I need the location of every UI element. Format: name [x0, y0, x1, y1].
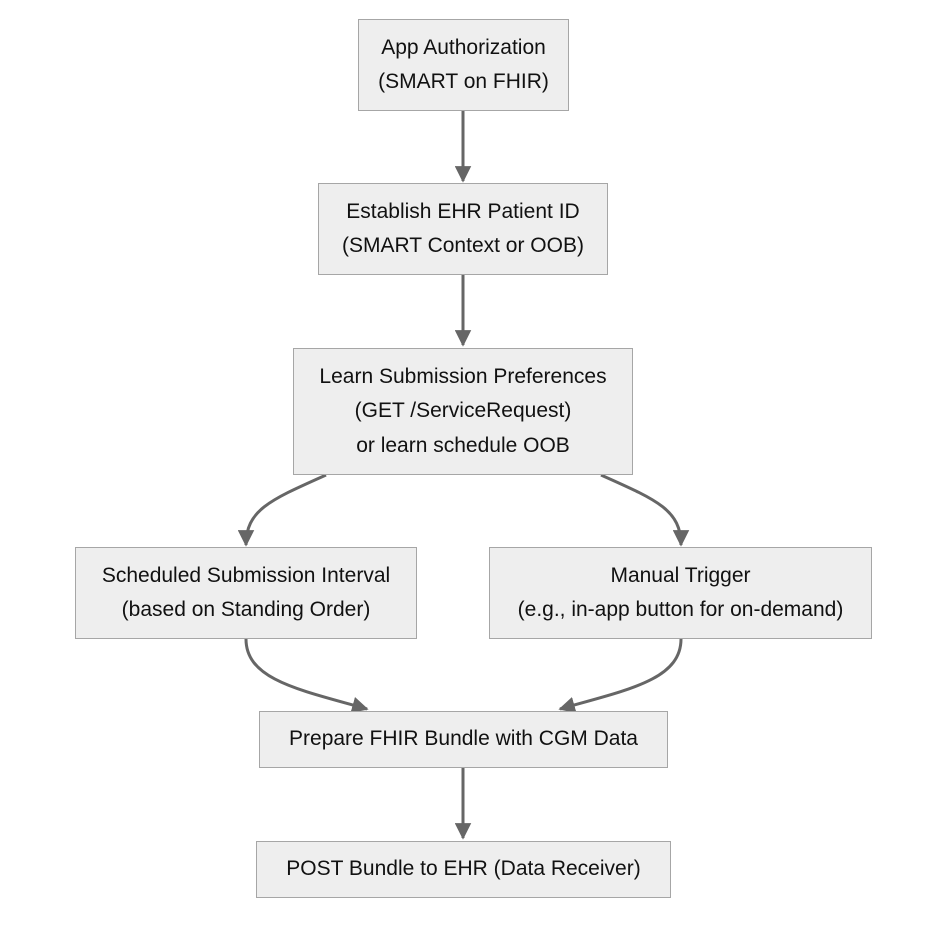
edge-scheduled-to-prepare [244, 638, 369, 713]
node-learn-preferences-line2: (GET /ServiceRequest) [354, 399, 572, 423]
node-app-authorization-line2: (SMART on FHIR) [378, 70, 549, 93]
node-manual-trigger-line1: Manual Trigger [610, 563, 751, 587]
node-app-authorization-line1: App Authorization [381, 35, 546, 59]
node-scheduled-interval-line2: (based on Standing Order) [121, 598, 371, 621]
node-learn-preferences-line3: or learn schedule OOB [356, 433, 570, 457]
edge-preferences-to-manual [600, 473, 690, 547]
node-establish-patient-id-line2: (SMART Context or OOB) [342, 234, 584, 257]
node-learn-preferences: Learn Submission Preferences (GET /Servi… [293, 348, 633, 475]
node-establish-patient-id-line1: Establish EHR Patient ID [346, 199, 580, 223]
node-scheduled-interval-line1: Scheduled Submission Interval [101, 563, 391, 587]
node-prepare-bundle-line1: Prepare FHIR Bundle with CGM Data [289, 727, 638, 751]
node-post-bundle: POST Bundle to EHR (Data Receiver) [256, 841, 671, 898]
node-manual-trigger-line2: (e.g., in-app button for on-demand) [517, 598, 844, 621]
node-prepare-bundle: Prepare FHIR Bundle with CGM Data [259, 711, 668, 768]
edge-manual-to-prepare [558, 638, 683, 713]
node-establish-patient-id: Establish EHR Patient ID (SMART Context … [318, 183, 608, 275]
node-post-bundle-line1: POST Bundle to EHR (Data Receiver) [286, 857, 641, 881]
node-app-authorization: App Authorization (SMART on FHIR) [358, 19, 569, 111]
node-manual-trigger: Manual Trigger (e.g., in-app button for … [489, 547, 872, 639]
edge-preferences-to-scheduled [237, 473, 327, 547]
node-learn-preferences-line1: Learn Submission Preferences [319, 364, 607, 388]
node-scheduled-interval: Scheduled Submission Interval (based on … [75, 547, 417, 639]
